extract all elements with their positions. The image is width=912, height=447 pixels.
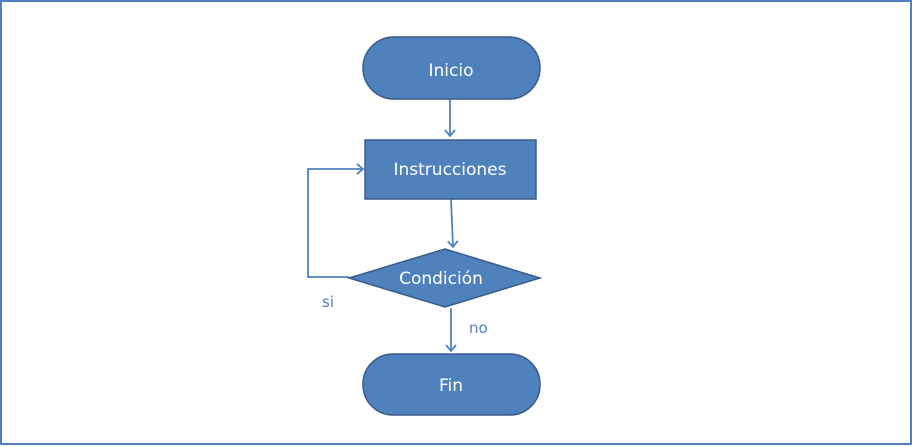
connector-process-to-decision: [447, 198, 459, 249]
end-node: Fin: [362, 353, 541, 416]
process-node-label: Instrucciones: [394, 160, 507, 180]
connector-decision-yes-loop: [307, 163, 365, 278]
start-node-label: Inicio: [429, 61, 474, 81]
decision-node: Condición: [346, 248, 543, 308]
start-node: Inicio: [362, 36, 541, 100]
no-edge-label: no: [469, 319, 488, 337]
process-node: Instrucciones: [364, 139, 537, 200]
decision-node-label: Condición: [399, 269, 483, 289]
yes-edge-label: si: [322, 293, 334, 311]
end-node-label: Fin: [439, 376, 463, 396]
